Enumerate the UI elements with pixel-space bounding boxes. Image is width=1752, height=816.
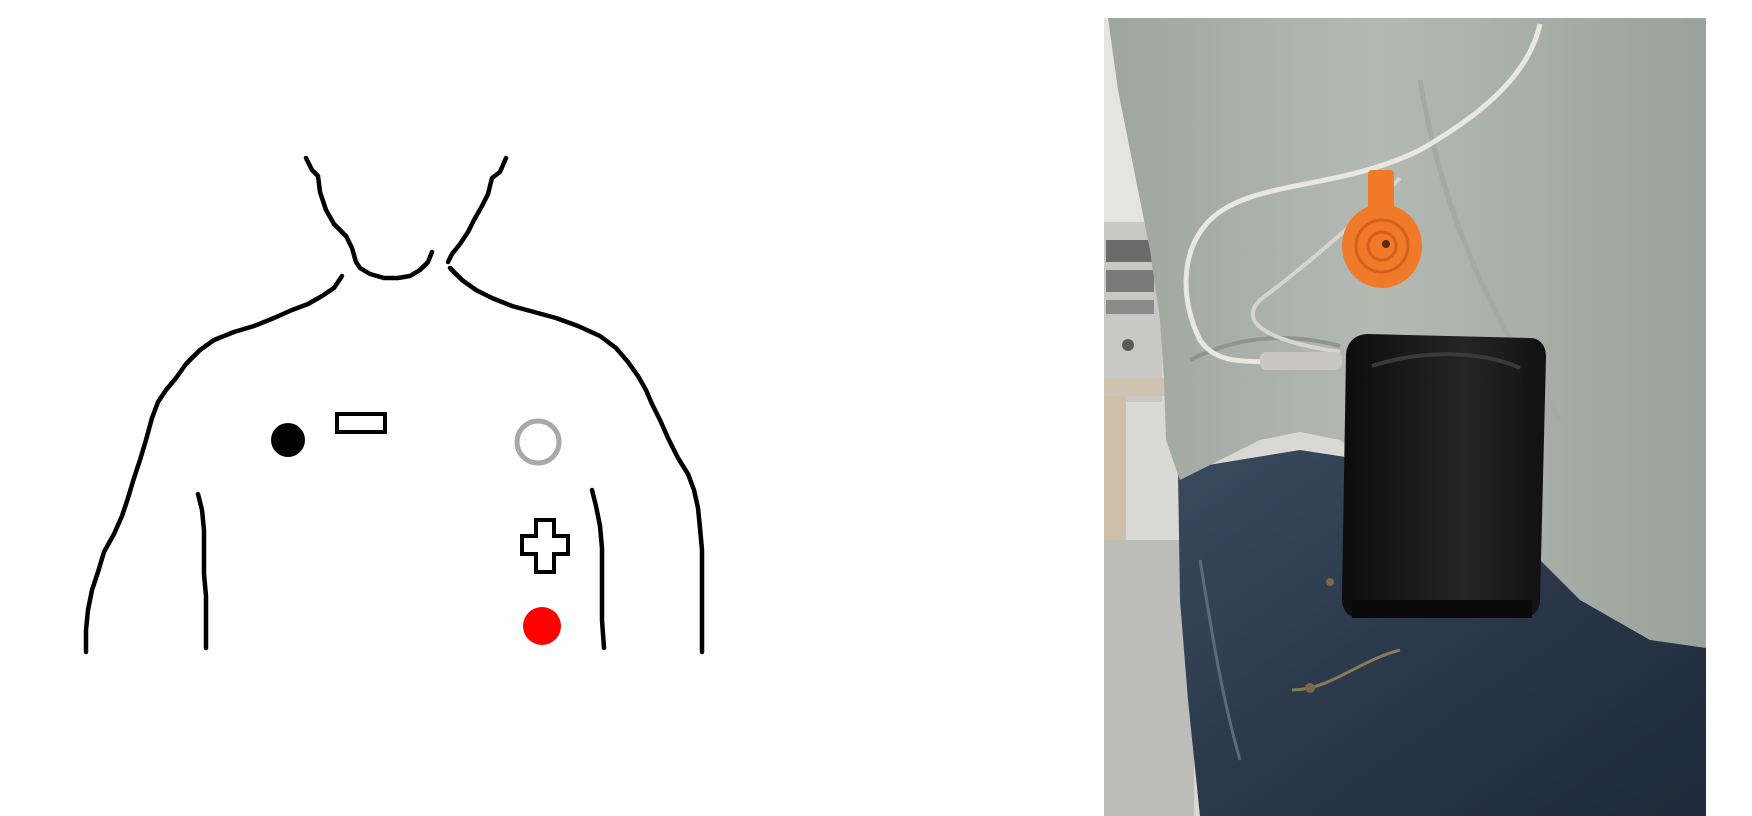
left-armpit-line (198, 494, 206, 648)
neck-left-line (306, 158, 432, 278)
electrode-placement-diagram (86, 158, 702, 652)
torso-outline (86, 158, 702, 652)
right-shoulder-line (450, 268, 702, 652)
ecg-recorder-device (1342, 334, 1546, 618)
neck-right-line (448, 158, 506, 262)
black-electrode-icon (271, 423, 305, 457)
person-wearing-ecg-recorder-photo (1104, 18, 1706, 816)
white-electrode-icon (517, 421, 559, 463)
positive-sign-icon (522, 520, 568, 572)
lead-connector (1260, 352, 1342, 370)
right-armpit-line (592, 490, 604, 648)
red-electrode-icon (523, 607, 561, 645)
negative-sign-icon (337, 414, 385, 432)
left-shoulder-line (86, 276, 342, 652)
jeans-rivet (1305, 683, 1315, 693)
jeans-rivet-2 (1326, 578, 1334, 586)
